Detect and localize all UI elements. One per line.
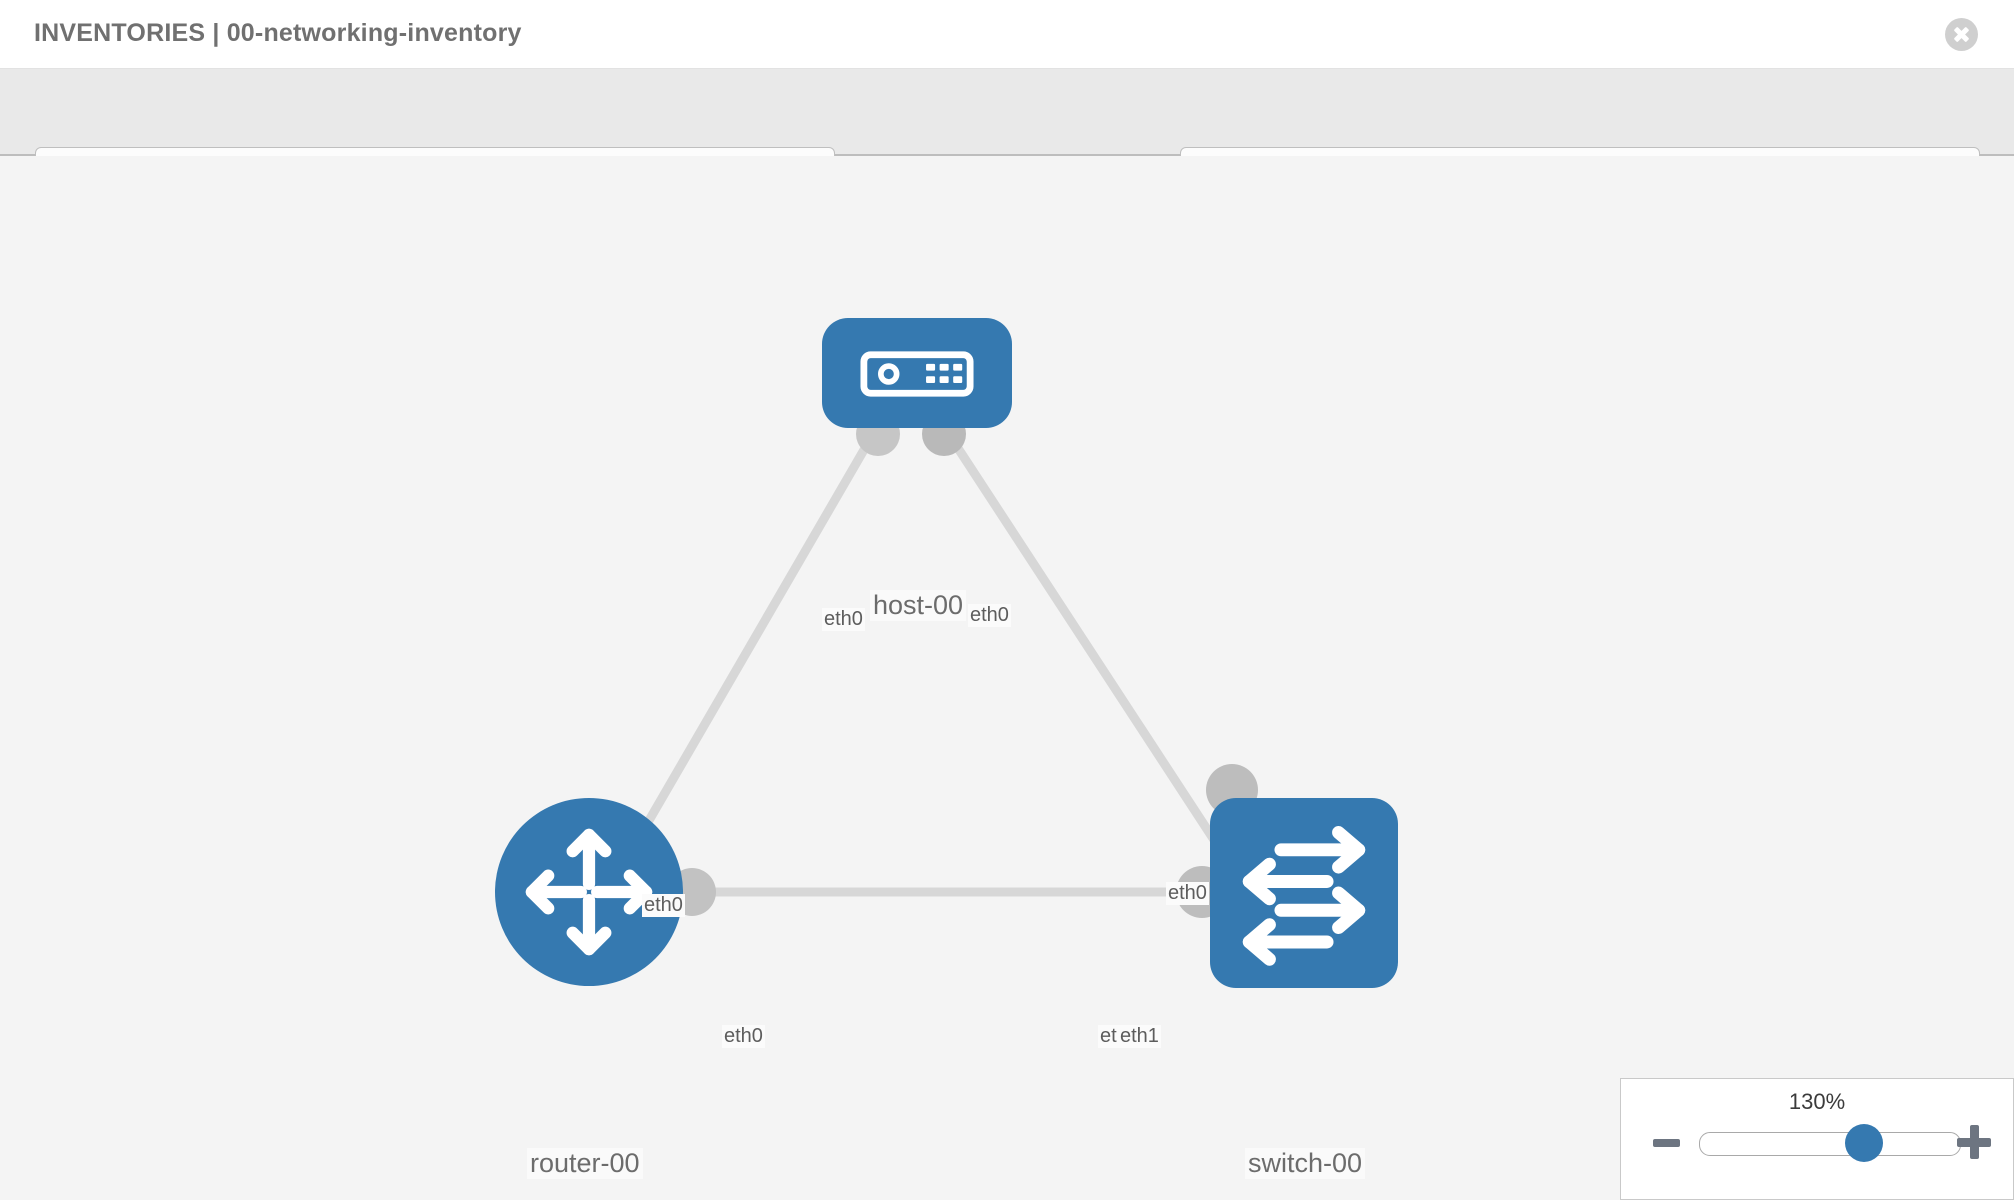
node-switch-00-shape: [1210, 798, 1398, 988]
link-host-router: [635, 431, 877, 841]
zoom-in-button[interactable]: [1957, 1125, 1991, 1159]
server-icon: [860, 351, 974, 397]
toolbar: ACTIONS SEARCH: [0, 69, 2014, 202]
page-title: INVENTORIES | 00-networking-inventory: [34, 19, 522, 47]
host-left-port-label: eth0: [822, 608, 865, 631]
link-host-switch: [945, 431, 1223, 851]
switch-icon: [1242, 826, 1366, 966]
close-icon[interactable]: [1945, 18, 1978, 51]
router-node-label: router-00: [527, 1148, 643, 1179]
switch-node-label: switch-00: [1245, 1148, 1366, 1179]
topology-node-host-00[interactable]: [822, 318, 1012, 428]
zoom-slider-track[interactable]: [1699, 1132, 1961, 1156]
topology-links-layer: [635, 412, 1258, 918]
router-icon: [525, 828, 653, 956]
host-right-port-label: eth0: [968, 604, 1011, 627]
zoom-slider-thumb[interactable]: [1844, 1124, 1883, 1162]
node-host-00-shape: [822, 318, 1012, 428]
page-header: INVENTORIES | 00-networking-inventory: [0, 0, 2014, 69]
zoom-control-panel: 130%: [1620, 1078, 2014, 1200]
topology-node-router-00[interactable]: [495, 798, 683, 986]
router-upper-port-label: eth0: [642, 894, 685, 917]
topology-node-switch-00[interactable]: [1210, 798, 1398, 988]
topology-canvas[interactable]: host-00 router-00 switch-00 eth0 eth0 et…: [0, 156, 2014, 1200]
switch-upper-port-label: eth0: [1166, 882, 1209, 905]
switch-left-port-label-b: eth1: [1118, 1025, 1161, 1048]
zoom-out-button[interactable]: [1653, 1139, 1680, 1147]
zoom-percent-label: 130%: [1788, 1089, 1846, 1114]
host-node-label: host-00: [870, 590, 967, 621]
router-right-port-label: eth0: [722, 1025, 765, 1048]
